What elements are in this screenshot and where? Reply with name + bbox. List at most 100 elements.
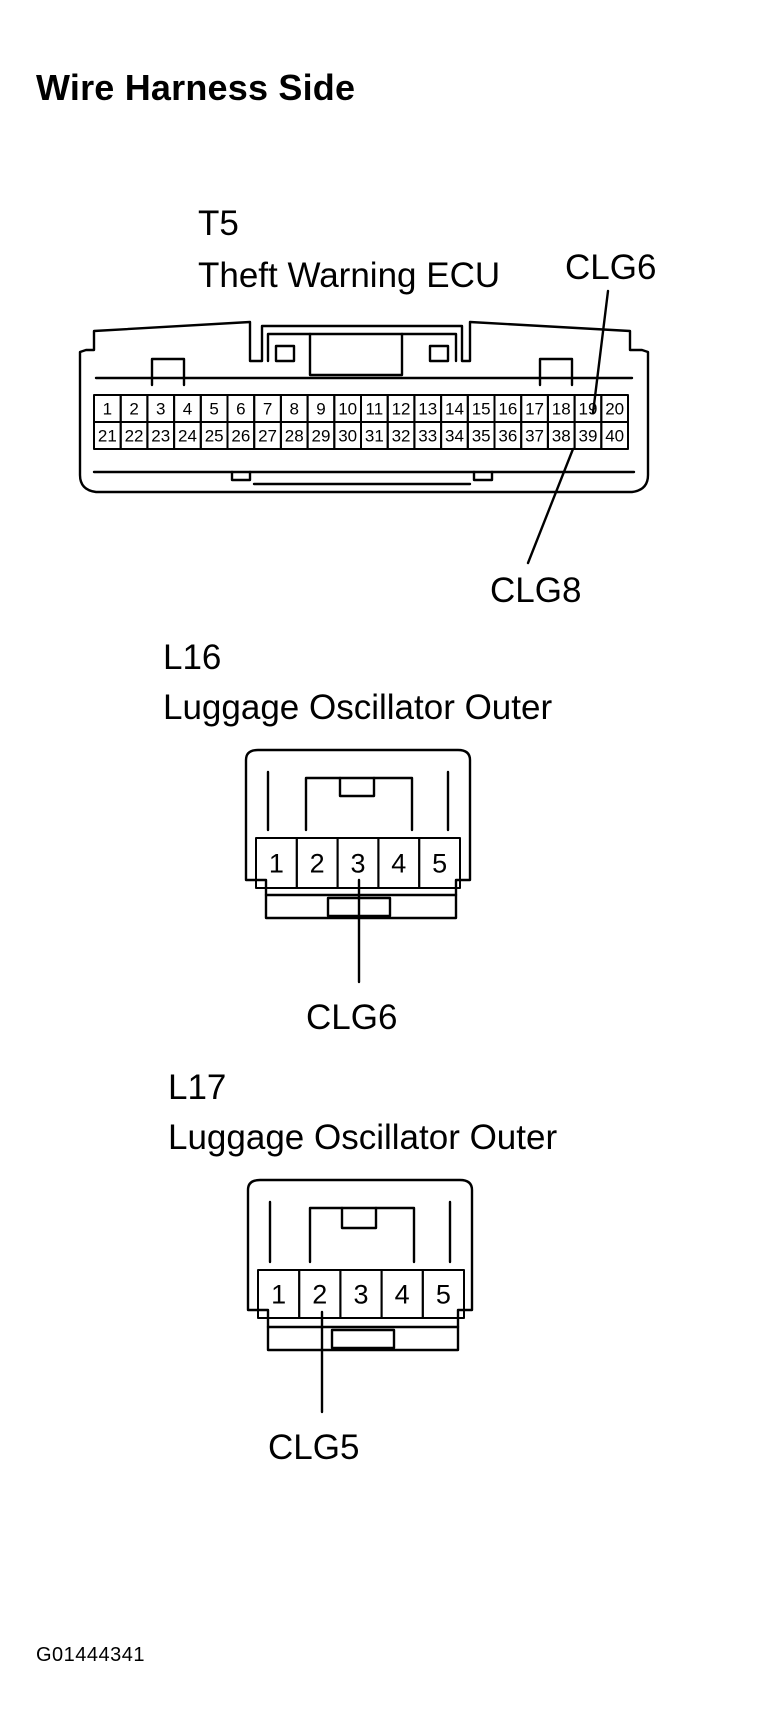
t5-pin-17: 17 [520, 394, 549, 423]
l16-pin-label: 3 [350, 849, 365, 879]
t5-pin-label: 11 [366, 400, 384, 419]
t5-pin-12: 12 [386, 394, 416, 423]
t5-pin-label: 23 [151, 427, 170, 446]
t5-pin-13: 13 [413, 394, 443, 423]
t5-pin-label: 8 [290, 400, 299, 419]
l17-pin-5: 5 [421, 1269, 465, 1319]
t5-pin-label: 14 [445, 400, 464, 419]
t5-pin-8: 8 [279, 394, 309, 423]
t5-connector-name: Theft Warning ECU [198, 256, 501, 295]
t5-connector-body [78, 320, 650, 494]
t5-pin-label: 37 [525, 427, 544, 446]
t5-pin-20: 20 [600, 394, 629, 423]
t5-pin-21: 21 [93, 421, 122, 450]
l17-connector-code: L17 [168, 1068, 227, 1107]
t5-callout-clg8-label: CLG8 [490, 571, 582, 610]
l16-pin-label: 2 [310, 849, 325, 879]
t5-pin-label: 6 [236, 400, 245, 419]
t5-pin-30: 30 [333, 421, 362, 450]
t5-pin-14: 14 [440, 394, 469, 423]
t5-pin-7: 7 [253, 394, 282, 423]
t5-pin-label: 22 [125, 427, 144, 446]
t5-pin-label: 5 [209, 400, 218, 419]
l17-pin-label: 5 [436, 1280, 451, 1310]
l16-pin-5: 5 [418, 837, 462, 889]
t5-pin-15: 15 [466, 394, 496, 423]
t5-pin-label: 2 [129, 400, 138, 419]
t5-pin-38: 38 [546, 421, 576, 450]
l16-connector-name: Luggage Oscillator Outer [163, 688, 553, 727]
t5-pin-35: 35 [466, 421, 496, 450]
t5-pin-label: 13 [418, 400, 437, 419]
t5-pin-5: 5 [199, 394, 229, 423]
t5-pin-25: 25 [199, 421, 229, 450]
t5-pin-label: 35 [472, 427, 491, 446]
t5-pin-label: 17 [525, 400, 544, 419]
t5-pin-2: 2 [119, 394, 149, 423]
t5-connector-code: T5 [198, 204, 239, 243]
t5-pin-23: 23 [146, 421, 176, 450]
t5-pin-31: 31 [360, 421, 389, 450]
t5-pin-label: 39 [578, 427, 597, 446]
t5-pin-28: 28 [279, 421, 309, 450]
t5-pin-6: 6 [226, 394, 256, 423]
t5-pin-22: 22 [119, 421, 149, 450]
t5-pin-32: 32 [386, 421, 416, 450]
t5-pin-1: 1 [93, 394, 122, 423]
t5-pin-label: 3 [156, 400, 165, 419]
l16-pin-2: 2 [295, 837, 339, 889]
t5-pin-34: 34 [440, 421, 469, 450]
t5-pin-11: 11 [360, 394, 389, 423]
l16-callout-label: CLG6 [306, 998, 398, 1037]
t5-pin-16: 16 [493, 394, 523, 423]
t5-pin-26: 26 [226, 421, 256, 450]
l17-pin-label: 3 [353, 1280, 368, 1310]
t5-pin-29: 29 [306, 421, 336, 450]
t5-pin-label: 7 [263, 400, 272, 419]
t5-pin-39: 39 [573, 421, 603, 450]
t5-pin-label: 40 [605, 427, 624, 446]
t5-pin-label: 28 [285, 427, 304, 446]
t5-callout-clg6-leader [591, 289, 610, 415]
l16-pin-label: 4 [391, 849, 406, 879]
t5-pin-label: 32 [392, 427, 411, 446]
t5-pin-40: 40 [600, 421, 629, 450]
t5-pin-label: 31 [365, 427, 384, 446]
t5-pin-label: 20 [605, 400, 624, 419]
l16-pin-label: 5 [432, 849, 447, 879]
t5-pin-label: 30 [338, 427, 357, 446]
t5-pin-label: 38 [552, 427, 571, 446]
page-heading: Wire Harness Side [36, 67, 356, 108]
t5-pin-37: 37 [520, 421, 549, 450]
t5-pin-label: 12 [392, 400, 411, 419]
t5-pin-label: 9 [316, 400, 325, 419]
l17-pin-label: 4 [395, 1280, 410, 1310]
t5-pin-10: 10 [333, 394, 362, 423]
t5-pin-label: 25 [205, 427, 224, 446]
t5-pin-label: 24 [178, 427, 197, 446]
l17-pin-3: 3 [339, 1269, 383, 1319]
l17-callout-label: CLG5 [268, 1428, 360, 1467]
l17-pin-4: 4 [380, 1269, 424, 1319]
t5-pin-label: 18 [552, 400, 571, 419]
t5-pin-label: 10 [338, 400, 357, 419]
t5-pin-3: 3 [146, 394, 176, 423]
t5-pin-label: 33 [418, 427, 437, 446]
t5-pin-label: 21 [98, 427, 117, 446]
t5-pin-label: 29 [311, 427, 330, 446]
l16-pin-label: 1 [269, 849, 284, 879]
t5-pin-label: 15 [472, 400, 491, 419]
t5-pin-label: 1 [103, 400, 112, 419]
t5-pin-33: 33 [413, 421, 443, 450]
t5-pin-label: 16 [498, 400, 517, 419]
l17-pin-label: 1 [271, 1280, 286, 1310]
t5-pin-label: 27 [258, 427, 277, 446]
l16-connector-code: L16 [163, 638, 222, 677]
l16-pin-4: 4 [377, 837, 421, 889]
t5-pin-36: 36 [493, 421, 523, 450]
l17-connector-name: Luggage Oscillator Outer [168, 1118, 558, 1157]
t5-pin-label: 4 [183, 400, 192, 419]
